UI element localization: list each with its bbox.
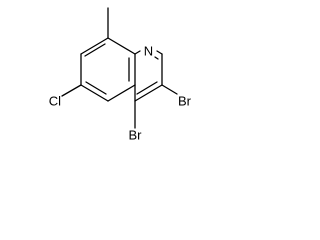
bond-c6-c5-inner (85, 81, 107, 95)
atom-label-bromine-4: Br (129, 128, 143, 143)
bond-c8-c7 (80, 37, 109, 55)
atom-label-nitrogen: N (144, 44, 153, 59)
bond-n1-c2 (156, 50, 163, 55)
quinoline-structure-drawing: N Cl Br Br (49, 7, 192, 143)
bond-c6-cl (61, 84, 82, 97)
bond-c8-c7-inner (84, 43, 106, 57)
bond-c3-c4-inner (136, 81, 158, 95)
structure-canvas: N Cl Br Br (49, 7, 192, 143)
bond-c3-c4 (134, 84, 163, 102)
bond-n1-c2-inner (154, 56, 159, 60)
atom-label-bromine-3: Br (178, 94, 192, 109)
bond-c8-c8a (107, 37, 136, 55)
bond-c5-c4a (107, 84, 136, 102)
bond-c8a-n1 (134, 50, 141, 55)
bond-c3-br (161, 84, 178, 95)
atom-label-chlorine: Cl (49, 94, 61, 109)
bond-c6-c5 (80, 84, 109, 102)
